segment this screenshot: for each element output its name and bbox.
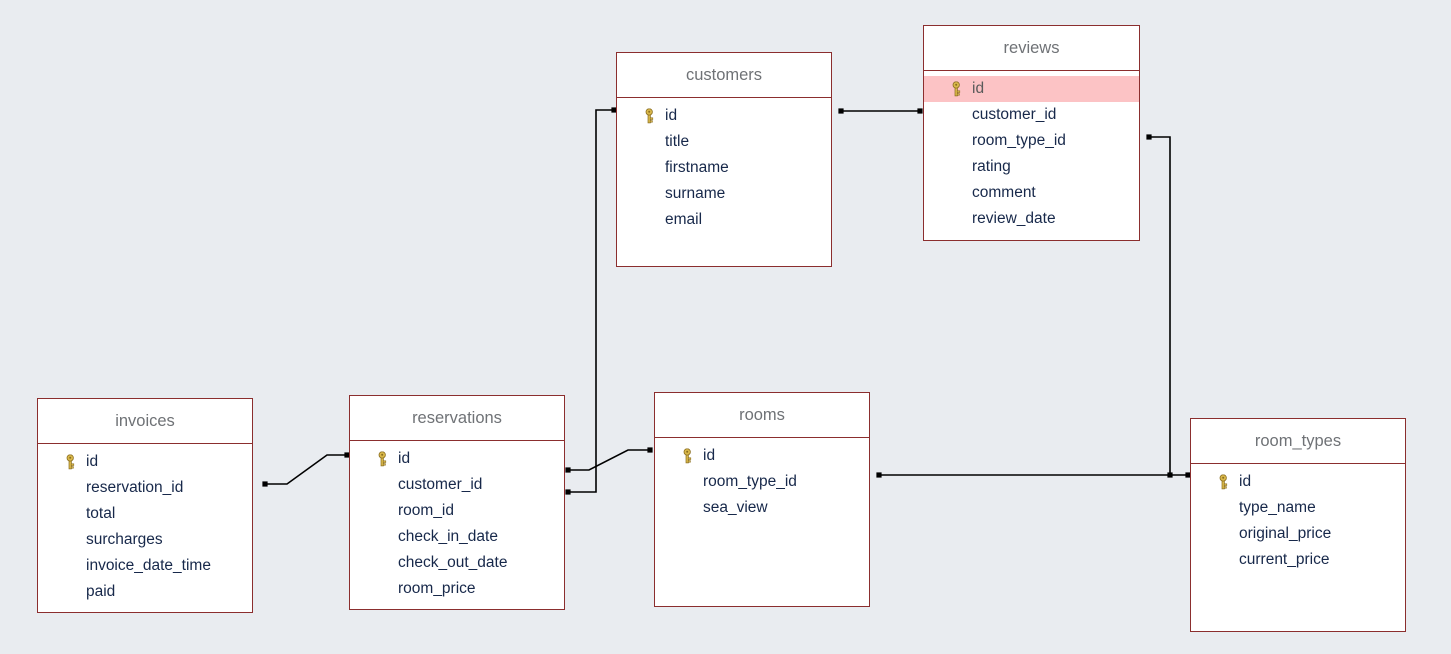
connector-invoices-to-reservations xyxy=(262,452,350,487)
entity-field-label: check_in_date xyxy=(398,528,498,545)
entity-field-label: reservation_id xyxy=(86,479,184,496)
entity-field-label: id xyxy=(1239,473,1252,490)
entity-field-label: type_name xyxy=(1239,499,1316,516)
primary-key-icon xyxy=(1219,474,1228,490)
connector-reservations-to-rooms xyxy=(565,447,653,473)
connector-endpoint-marker xyxy=(1146,134,1152,140)
entity-field-label: customer_id xyxy=(398,476,483,493)
entity-field-label: room_price xyxy=(398,580,476,597)
entity-field-reviews-rating[interactable]: rating xyxy=(924,154,1139,180)
entity-field-reviews-room_type_id[interactable]: room_type_id xyxy=(924,128,1139,154)
entity-table-title-room_types: room_types xyxy=(1191,419,1405,464)
entity-field-rooms-sea_view[interactable]: sea_view xyxy=(655,495,869,521)
entity-table-reservations[interactable]: reservations id customer_id room_id check_in… xyxy=(349,395,565,610)
entity-field-label: title xyxy=(665,133,690,150)
entity-field-invoices-invoice_date_time[interactable]: invoice_date_time xyxy=(38,553,252,579)
entity-field-invoices-paid[interactable]: paid xyxy=(38,579,252,605)
entity-field-invoices-total[interactable]: total xyxy=(38,501,252,527)
entity-field-label: customer_id xyxy=(972,106,1057,123)
entity-field-reservations-check_in_date[interactable]: check_in_date xyxy=(350,524,564,550)
entity-field-label: paid xyxy=(86,583,116,600)
entity-field-label: review_date xyxy=(972,210,1056,227)
entity-field-label: surcharges xyxy=(86,531,163,548)
entity-field-invoices-reservation_id[interactable]: reservation_id xyxy=(38,475,252,501)
entity-field-label: surname xyxy=(665,185,726,202)
entity-field-rooms-id[interactable]: id xyxy=(655,443,869,469)
entity-field-label: room_type_id xyxy=(703,473,797,490)
entity-field-list-rooms: id room_type_id sea_view xyxy=(655,438,869,521)
entity-table-title-reservations: reservations xyxy=(350,396,564,441)
entity-table-rooms[interactable]: rooms id room_type_id sea_view xyxy=(654,392,870,607)
primary-key-icon xyxy=(952,81,961,97)
entity-table-title-invoices: invoices xyxy=(38,399,252,444)
entity-table-title-reviews: reviews xyxy=(924,26,1139,71)
entity-field-invoices-id[interactable]: id xyxy=(38,449,252,475)
connector-endpoint-marker xyxy=(647,447,653,453)
entity-field-label: firstname xyxy=(665,159,729,176)
entity-field-label: current_price xyxy=(1239,551,1330,568)
entity-field-invoices-surcharges[interactable]: surcharges xyxy=(38,527,252,553)
entity-field-room_types-id[interactable]: id xyxy=(1191,469,1405,495)
entity-field-reviews-id[interactable]: id xyxy=(924,76,1139,102)
entity-field-reviews-comment[interactable]: comment xyxy=(924,180,1139,206)
connector-endpoint-marker xyxy=(838,108,844,114)
connector-endpoint-marker xyxy=(262,481,268,487)
entity-field-reviews-customer_id[interactable]: customer_id xyxy=(924,102,1139,128)
entity-field-label: email xyxy=(665,211,703,228)
entity-field-label: room_type_id xyxy=(972,132,1066,149)
entity-field-list-customers: id title firstname surname email xyxy=(617,98,831,233)
entity-field-list-reservations: id customer_id room_id check_in_date check_o… xyxy=(350,441,564,602)
entity-field-customers-surname[interactable]: surname xyxy=(617,181,831,207)
primary-key-icon xyxy=(66,454,75,470)
entity-field-label: id xyxy=(703,447,716,464)
entity-field-label: check_out_date xyxy=(398,554,508,571)
entity-field-label: rating xyxy=(972,158,1011,175)
entity-field-reviews-review_date[interactable]: review_date xyxy=(924,206,1139,232)
entity-field-list-room_types: id type_name original_price current_price xyxy=(1191,464,1405,573)
entity-field-label: original_price xyxy=(1239,525,1332,542)
connector-customers-to-reviews xyxy=(838,108,923,114)
entity-field-room_types-current_price[interactable]: current_price xyxy=(1191,547,1405,573)
connector-endpoint-marker xyxy=(917,108,923,114)
entity-table-customers[interactable]: customers id title firstname surname email xyxy=(616,52,832,267)
connector-rooms-to-room_types xyxy=(876,472,1191,478)
entity-field-label: comment xyxy=(972,184,1036,201)
entity-field-customers-firstname[interactable]: firstname xyxy=(617,155,831,181)
connector-endpoint-marker xyxy=(1167,472,1173,478)
entity-field-label: id xyxy=(972,80,985,97)
entity-field-reservations-id[interactable]: id xyxy=(350,446,564,472)
entity-field-label: sea_view xyxy=(703,499,768,516)
connector-endpoint-marker xyxy=(565,489,571,495)
entity-field-label: id xyxy=(86,453,99,470)
entity-field-reservations-room_price[interactable]: room_price xyxy=(350,576,564,602)
entity-field-room_types-original_price[interactable]: original_price xyxy=(1191,521,1405,547)
entity-field-label: total xyxy=(86,505,116,522)
primary-key-icon xyxy=(378,451,387,467)
connector-endpoint-marker xyxy=(876,472,882,478)
entity-field-customers-id[interactable]: id xyxy=(617,103,831,129)
entity-table-title-customers: customers xyxy=(617,53,831,98)
entity-field-customers-title[interactable]: title xyxy=(617,129,831,155)
connector-reviews-to-room_types xyxy=(1146,134,1173,478)
entity-field-customers-email[interactable]: email xyxy=(617,207,831,233)
entity-table-title-rooms: rooms xyxy=(655,393,869,438)
entity-field-label: invoice_date_time xyxy=(86,557,211,574)
entity-field-reservations-customer_id[interactable]: customer_id xyxy=(350,472,564,498)
entity-field-room_types-type_name[interactable]: type_name xyxy=(1191,495,1405,521)
connector-endpoint-marker xyxy=(565,467,571,473)
entity-field-label: room_id xyxy=(398,502,454,519)
primary-key-icon xyxy=(645,108,654,124)
entity-field-label: id xyxy=(398,450,411,467)
entity-field-rooms-room_type_id[interactable]: room_type_id xyxy=(655,469,869,495)
entity-field-reservations-room_id[interactable]: room_id xyxy=(350,498,564,524)
entity-field-reservations-check_out_date[interactable]: check_out_date xyxy=(350,550,564,576)
entity-field-label: id xyxy=(665,107,678,124)
primary-key-icon xyxy=(683,448,692,464)
connector-reservations-to-customers xyxy=(565,107,617,495)
